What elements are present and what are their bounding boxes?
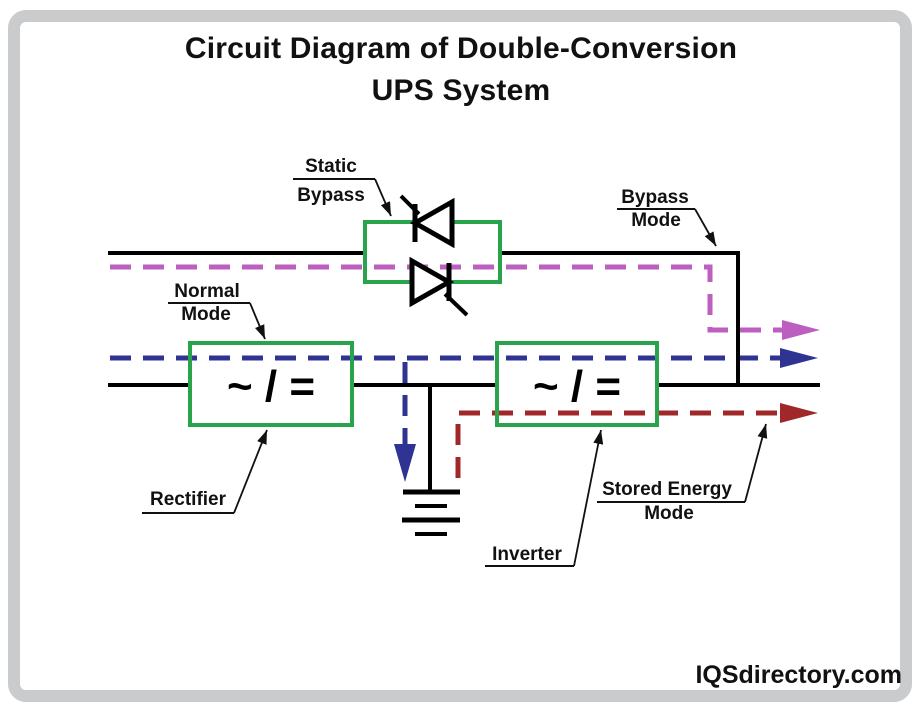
bypass-mode-leader [694, 208, 717, 247]
rectifier-symbol: ~ / = [227, 362, 315, 411]
stored-energy-mode-callout: Stored Energy Mode [597, 423, 768, 524]
bypass-mode-callout: Bypass Mode [617, 187, 717, 247]
thyristor-bottom-triangle [409, 256, 455, 308]
normal-mode-callout: Normal Mode [168, 281, 266, 340]
stored-energy-dashed-line [455, 410, 784, 478]
rectifier-box [188, 341, 354, 427]
rectifier-callout: Rectifier [142, 429, 268, 514]
static-bypass-callout: Static Bypass [293, 156, 392, 217]
inverter-label: Inverter [492, 544, 562, 565]
thyristor-top-triangle [409, 197, 455, 249]
inverter-box [495, 341, 659, 427]
inverter-callout: Inverter [485, 429, 604, 567]
static-bypass-label-line2: Bypass [297, 185, 365, 206]
bypass-mode-arrowhead-icon [782, 320, 820, 340]
thyristor-bottom-icon [409, 256, 469, 317]
stored-energy-arrowhead-icon [780, 403, 818, 423]
page-title-line1: Circuit Diagram of Double-Conversion [184, 32, 738, 65]
rectifier-leader [233, 429, 268, 514]
bypass-mode-label-line2: Mode [631, 210, 681, 231]
bypass-mode-label-line1: Bypass [621, 187, 689, 208]
rectifier-label: Rectifier [150, 489, 227, 510]
normal-mode-path [110, 348, 818, 482]
stored-energy-mode-path [455, 403, 818, 478]
page-title: Circuit Diagram of Double-Conversion UPS… [0, 28, 922, 112]
stored-energy-label-line1: Stored Energy [602, 479, 732, 500]
battery-charge-arrowhead-icon [394, 444, 416, 482]
normal-mode-label-line2: Mode [181, 304, 231, 325]
battery-icon [402, 489, 460, 536]
thyristor-bottom-gate [443, 292, 469, 317]
stored-energy-leader [744, 423, 768, 503]
thyristor-top-icon [399, 194, 455, 249]
normal-mode-label-line1: Normal [174, 281, 239, 302]
stored-energy-label-line2: Mode [644, 503, 694, 524]
normal-mode-arrowhead-icon [780, 348, 818, 368]
static-bypass-label-line1: Static [305, 156, 357, 177]
inverter-leader [573, 429, 604, 567]
thyristor-top-gate [399, 194, 421, 216]
watermark: IQSdirectory.com [695, 661, 902, 689]
page-title-line2: UPS System [371, 74, 551, 107]
static-bypass-leader [374, 178, 392, 217]
normal-mode-leader [249, 302, 266, 340]
power-wires [108, 251, 820, 492]
inverter-symbol: ~ / = [533, 362, 621, 411]
